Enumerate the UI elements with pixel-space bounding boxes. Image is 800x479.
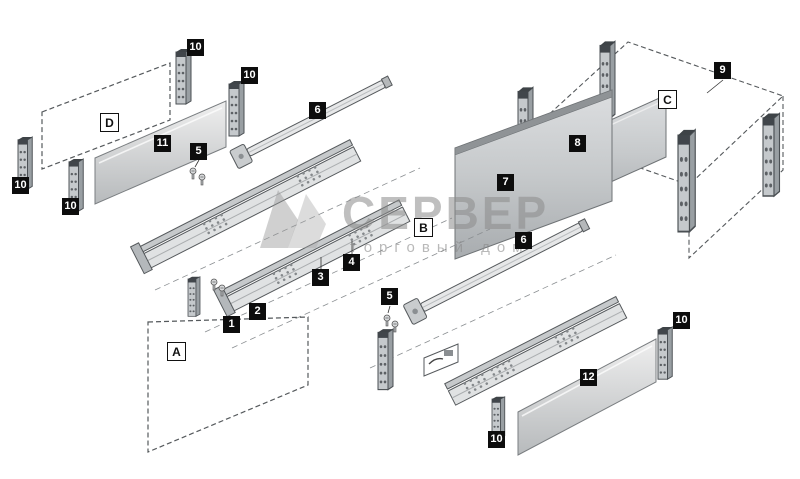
part-label-10-c: 10 (12, 177, 29, 194)
panel-a-dashed-outline (147, 316, 309, 453)
part-label-12: 12 (580, 369, 597, 386)
side-bracket (677, 128, 697, 233)
glass-panel-12 (517, 338, 657, 456)
part-label-2: 2 (249, 303, 266, 320)
zone-label-a: A (167, 342, 186, 361)
screw (198, 173, 206, 186)
brand-plate (423, 343, 459, 377)
assembly-guide-lines (154, 167, 617, 369)
part-label-1: 1 (223, 316, 240, 333)
zone-label-d: D (100, 113, 119, 132)
part-label-10-b: 10 (241, 67, 258, 84)
part-label-11: 11 (154, 135, 171, 152)
part-label-7: 7 (497, 174, 514, 191)
rear-post (228, 80, 245, 137)
front-fixing-bracket (377, 328, 394, 391)
drawer-slide-rear (129, 139, 362, 275)
mounting-bracket (187, 276, 201, 317)
part-label-8: 8 (569, 135, 586, 152)
panel-d-dashed-outline (41, 62, 171, 170)
gallery-rail-front (403, 218, 591, 325)
screw (383, 314, 391, 327)
glass-panel-11 (94, 100, 227, 205)
zone-label-b: B (414, 218, 433, 237)
part-label-5-b: 5 (381, 288, 398, 305)
gallery-rail-top (229, 75, 393, 169)
part-label-10-d: 10 (62, 198, 79, 215)
screw (189, 167, 197, 180)
part-label-6-b: 6 (515, 232, 532, 249)
part-label-6-a: 6 (309, 102, 326, 119)
drawer-slide-bottom (444, 295, 628, 406)
part-label-10-a: 10 (187, 39, 204, 56)
part-label-9: 9 (714, 62, 731, 79)
part-label-10-f: 10 (488, 431, 505, 448)
side-bracket (762, 112, 781, 197)
zone-label-c: C (658, 90, 677, 109)
front-bracket (657, 326, 673, 380)
part-label-5-a: 5 (190, 143, 207, 160)
part-label-4: 4 (343, 254, 360, 271)
drawer-slide-front (212, 199, 411, 318)
part-label-10-e: 10 (673, 312, 690, 329)
rear-post (175, 48, 192, 105)
part-label-3: 3 (312, 269, 329, 286)
